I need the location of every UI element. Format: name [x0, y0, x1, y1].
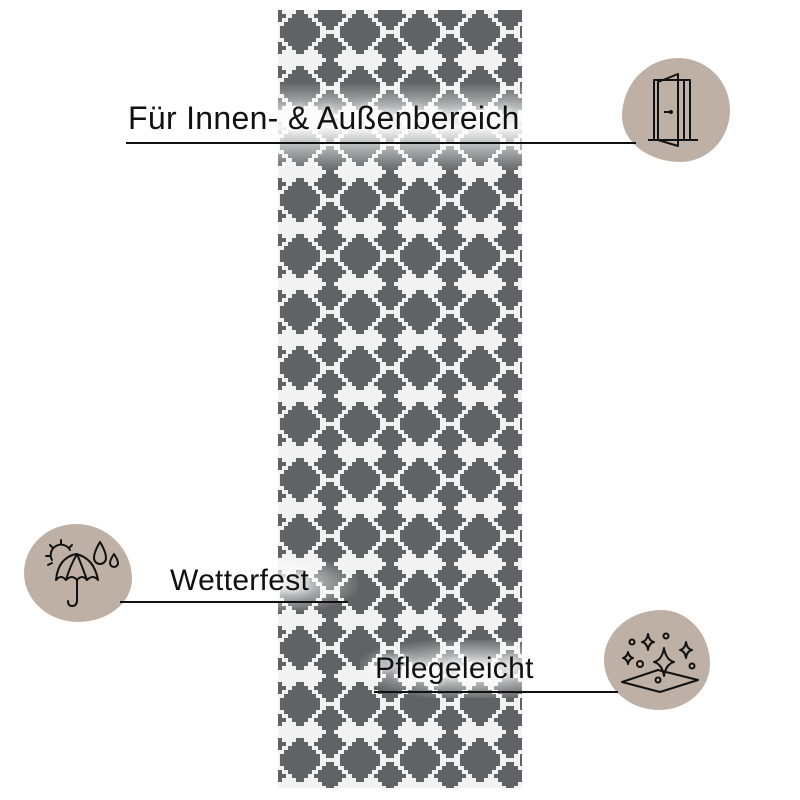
badge-blob	[24, 524, 132, 622]
underline-rule	[126, 142, 636, 144]
door-open-icon	[648, 73, 698, 147]
rug-image	[278, 10, 522, 788]
underline-rule	[374, 691, 618, 693]
underline-rule	[120, 601, 348, 603]
feature-label-weatherproof: Wetterfest	[170, 564, 310, 597]
sparkle-clean-icon	[621, 632, 699, 693]
feature-label-easy-care: Pflegeleicht	[375, 652, 534, 685]
weather-umbrella-icon	[45, 539, 119, 607]
feature-label-indoor-outdoor: Für Innen- & Außenbereich	[128, 100, 520, 136]
